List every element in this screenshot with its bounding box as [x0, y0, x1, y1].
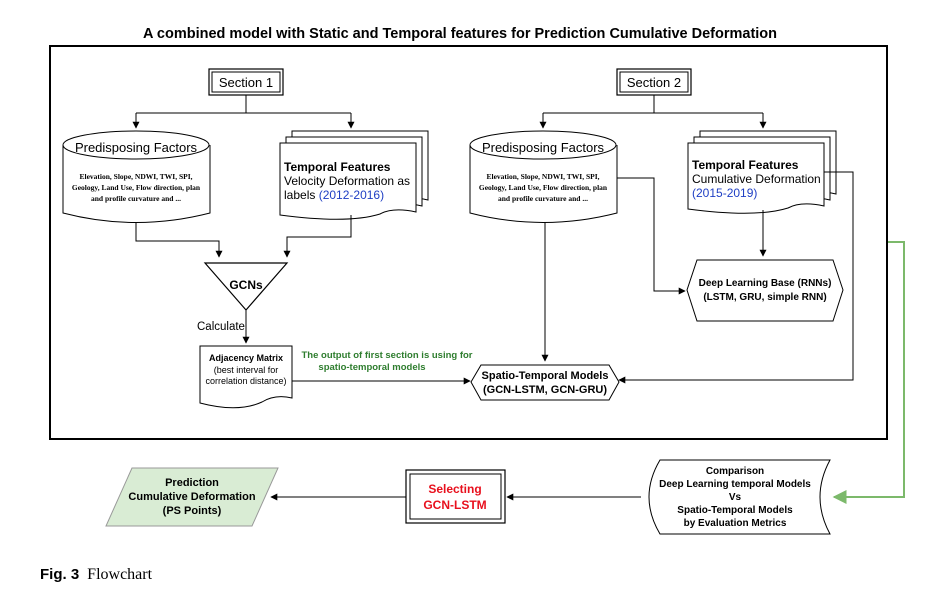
comparison-line-2: Deep Learning temporal Models: [659, 479, 811, 490]
figure-caption: Fig. 3 Flowchart: [40, 566, 153, 583]
deep-learning-line-1: Deep Learning Base (RNNs): [699, 278, 832, 289]
s2-predisposing-line-3: and profile curvature and ...: [498, 194, 588, 203]
s2-predisposing-factors-cylinder: Predisposing Factors Elevation, Slope, N…: [469, 130, 618, 223]
comparison-stored-data: Comparison Deep Learning temporal Models…: [648, 459, 831, 535]
s1-temporal-line-2: labels (2012-2016): [284, 188, 384, 202]
calculate-label: Calculate: [197, 321, 245, 333]
s2-temporal-heading: Temporal Features: [692, 158, 799, 172]
s2-predisposing-heading: Predisposing Factors: [482, 140, 605, 155]
connector-s1-split: [136, 95, 351, 114]
s2-predisposing-line-2: Geology, Land Use, Flow direction, plan: [479, 183, 608, 192]
spatio-temporal-line-1: Spatio-Temporal Models: [482, 370, 609, 382]
prediction-parallelogram: Prediction Cumulative Deformation (PS Po…: [105, 467, 279, 527]
s1-temporal-years: (2012-2016): [319, 188, 384, 202]
adjacency-line-1: (best interval for: [214, 365, 279, 375]
s1-predisposing-line-1: Elevation, Slope, NDWI, TWI, SPI,: [79, 172, 192, 181]
output-note-line-1: The output of first section is using for: [302, 350, 473, 361]
diagram-title: A combined model with Static and Tempora…: [143, 26, 777, 42]
s2-predisposing-line-1: Elevation, Slope, NDWI, TWI, SPI,: [486, 172, 599, 181]
arrow-s2-predisposing-to-deep-learning: [617, 177, 686, 295]
prediction-line-2: Cumulative Deformation: [128, 491, 255, 503]
connector-s2-split: [543, 95, 763, 114]
spatio-temporal-line-2: (GCN-LSTM, GCN-GRU): [483, 384, 607, 396]
s1-temporal-line-1: Velocity Deformation as: [284, 174, 410, 188]
section-1-label: Section 1: [219, 75, 273, 90]
adjacency-matrix-document: Adjacency Matrix (best interval for corr…: [199, 345, 293, 409]
prediction-line-3: (PS Points): [163, 505, 222, 517]
s1-predisposing-factors-cylinder: Predisposing Factors Elevation, Slope, N…: [62, 130, 211, 223]
spatio-temporal-hexagon: Spatio-Temporal Models (GCN-LSTM, GCN-GR…: [470, 364, 620, 401]
s2-temporal-features-document: Temporal Features Cumulative Deformation…: [687, 130, 837, 214]
s1-temporal-features-document: Temporal Features Velocity Deformation a…: [279, 130, 429, 220]
comparison-line-3: Vs: [729, 492, 742, 503]
caption-text: Flowchart: [87, 566, 152, 583]
section-2-label: Section 2: [627, 75, 681, 90]
selecting-box: Selecting GCN-LSTM: [405, 469, 506, 524]
arrow-s2-temporal-to-spatio-temporal: [618, 171, 854, 384]
adjacency-line-2: correlation distance): [205, 376, 286, 386]
deep-learning-line-2: (LSTM, GRU, simple RNN): [703, 292, 826, 303]
s1-predisposing-heading: Predisposing Factors: [75, 140, 198, 155]
deep-learning-hexagon: Deep Learning Base (RNNs) (LSTM, GRU, si…: [686, 259, 844, 322]
s1-predisposing-line-3: and profile curvature and ...: [91, 194, 181, 203]
adjacency-title: Adjacency Matrix: [209, 353, 283, 363]
output-note-line-2: spatio-temporal models: [318, 362, 425, 373]
connector-s1-temporal-to-gcn: [283, 215, 352, 258]
gcn-triangle: GCNs: [203, 262, 289, 311]
s2-temporal-years: (2015-2019): [692, 186, 757, 200]
s1-predisposing-line-2: Geology, Land Use, Flow direction, plan: [72, 183, 201, 192]
s2-temporal-line-1: Cumulative Deformation: [692, 172, 821, 186]
selecting-line-1: Selecting: [428, 482, 481, 496]
comparison-line-1: Comparison: [706, 466, 764, 477]
selecting-line-2: GCN-LSTM: [423, 498, 486, 512]
prediction-line-1: Prediction: [165, 477, 219, 489]
model-frame: [49, 45, 888, 440]
comparison-line-4: Spatio-Temporal Models: [677, 505, 793, 516]
section-2-box: Section 2: [616, 68, 692, 96]
section-1-box: Section 1: [208, 68, 284, 96]
connector-s1-predisposing-to-gcn: [135, 222, 223, 258]
arrow-green-to-comparison: [832, 241, 905, 504]
comparison-line-5: by Evaluation Metrics: [684, 518, 787, 529]
s1-temporal-heading: Temporal Features: [284, 160, 391, 174]
gcn-label: GCNs: [229, 278, 263, 292]
caption-fig-number: Fig. 3: [40, 566, 79, 583]
s1-temporal-labels: labels: [284, 188, 315, 202]
